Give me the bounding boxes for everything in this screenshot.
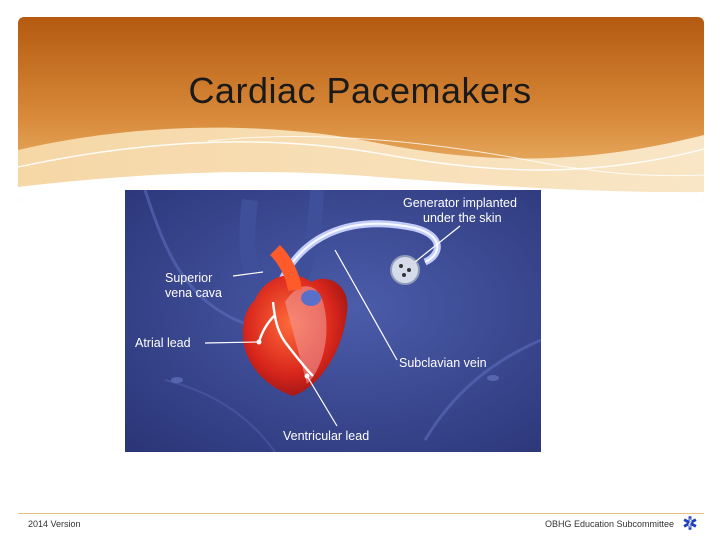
footer-organization: OBHG Education Subcommittee xyxy=(544,519,674,529)
label-superior-vena-cava-line2: vena cava xyxy=(165,286,222,300)
footer-version: 2014 Version xyxy=(28,519,81,529)
label-subclavian-vein: Subclavian vein xyxy=(399,356,487,370)
label-generator-line1: Generator implanted xyxy=(403,196,517,210)
footer-divider xyxy=(18,513,704,514)
pacemaker-diagram-svg: Generator implanted under the skin Super… xyxy=(125,190,541,452)
label-generator-line2: under the skin xyxy=(423,211,502,225)
page-title: Cardiac Pacemakers xyxy=(188,70,532,111)
label-ventricular-lead: Ventricular lead xyxy=(283,429,369,443)
star-of-life-icon xyxy=(683,516,697,530)
label-superior-vena-cava-line1: Superior xyxy=(165,271,212,285)
header-banner xyxy=(18,17,704,202)
generator-device xyxy=(390,255,420,285)
pacemaker-diagram: Generator implanted under the skin Super… xyxy=(125,190,541,452)
header-background xyxy=(18,17,704,202)
label-atrial-lead: Atrial lead xyxy=(135,336,191,350)
